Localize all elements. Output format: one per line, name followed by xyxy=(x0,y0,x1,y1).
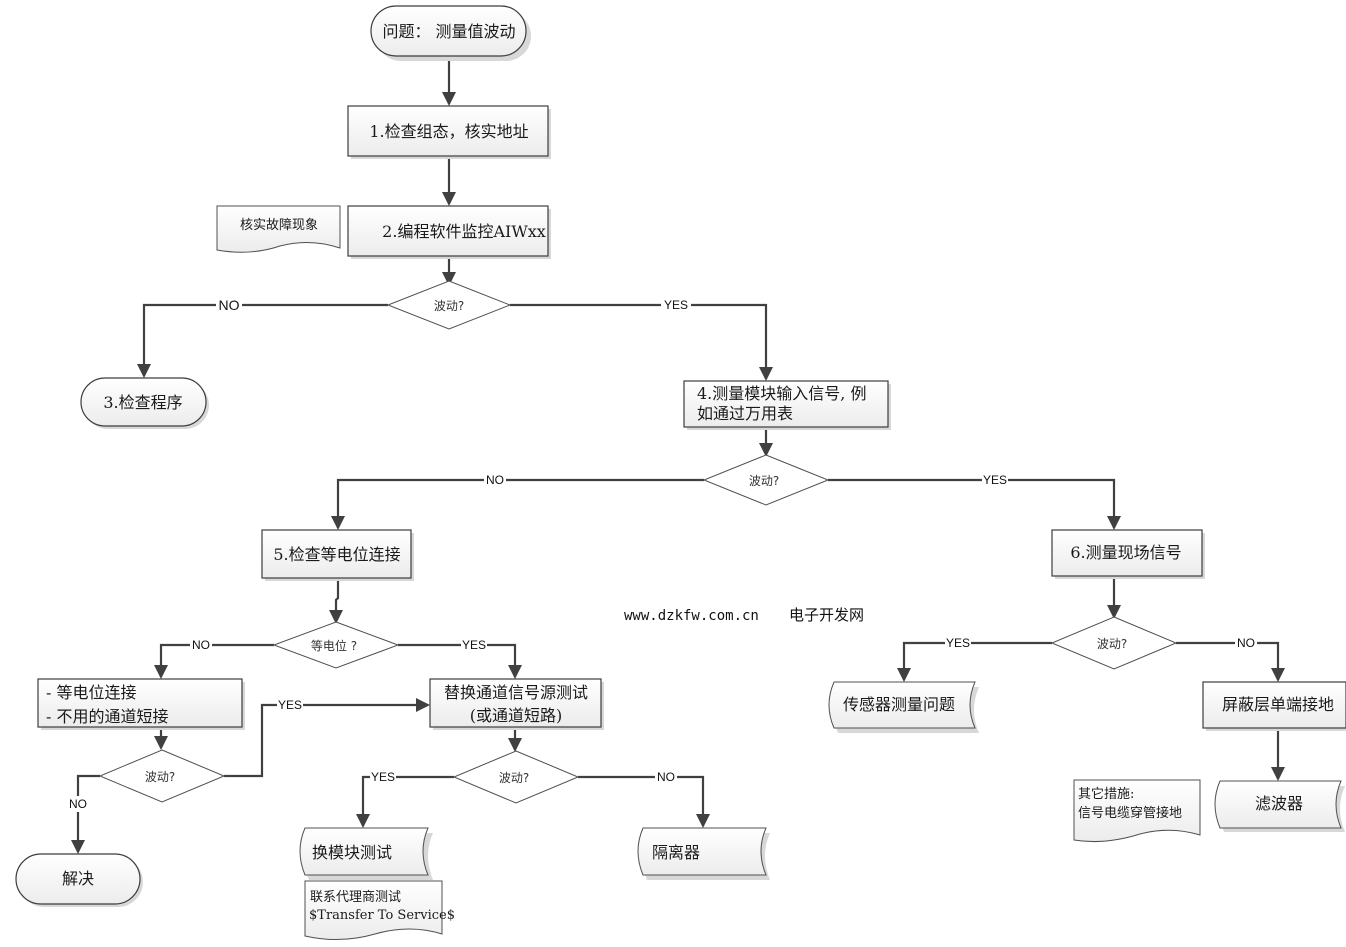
edge-dec4-no xyxy=(578,775,710,828)
node-step1: 1.检查组态，核实地址 xyxy=(347,105,551,159)
edge-label-equip-no: NO xyxy=(192,638,210,652)
replace-label-line1: 替换通道信号源测试 xyxy=(444,683,588,702)
resolved-label: 解决 xyxy=(62,869,94,888)
replace-label-line2: (或通道短路) xyxy=(470,706,563,725)
edge-label-dec3-yes: YES xyxy=(278,698,302,712)
edge-label-dec3-no: NO xyxy=(69,797,87,811)
node-filter: 滤波器 xyxy=(1214,780,1345,832)
decision-5-label: 波动? xyxy=(1097,637,1127,651)
edge-equip-yes xyxy=(398,643,522,679)
edge-step5-equip xyxy=(329,580,343,624)
decision-1: 波动? xyxy=(386,280,512,330)
decision-3: 波动? xyxy=(98,749,226,803)
edge-label-dec5-yes: YES xyxy=(946,636,970,650)
edge-dec4-yes xyxy=(356,775,454,828)
sensor-issue-label: 传感器测量问题 xyxy=(843,695,955,714)
node-sensor-issue: 传感器测量问题 xyxy=(828,681,979,733)
edge-dec3-no xyxy=(71,774,100,854)
decision-4: 波动? xyxy=(452,750,580,804)
step4-label-line1: 4.测量模块输入信号, 例 xyxy=(697,384,866,403)
step4-label-line2: 如通过万用表 xyxy=(697,404,793,423)
step1-label: 1.检查组态，核实地址 xyxy=(369,122,528,141)
node-shield-ground: 屏蔽层单端接地 xyxy=(1202,681,1346,731)
edge-label-dec4-no: NO xyxy=(657,770,675,784)
node-step2: 2.编程软件监控AIWxx xyxy=(347,205,551,259)
edge-dec1-yes xyxy=(510,303,773,381)
edge-dec2-yes xyxy=(828,478,1121,530)
watermark: www.dzkfw.com.cn 电子开发网 xyxy=(624,606,864,624)
step2-label: 2.编程软件监控AIWxx xyxy=(382,222,546,241)
edge-label-dec1-no: NO xyxy=(219,297,240,313)
decision-1-label: 波动? xyxy=(434,299,464,313)
edge-label-dec2-no: NO xyxy=(486,473,504,487)
node-step5: 5.检查等电位连接 xyxy=(261,529,414,581)
swap-module-label: 换模块测试 xyxy=(312,843,392,862)
node-step4: 4.测量模块输入信号, 例 如通过万用表 xyxy=(683,380,891,430)
node-isolator: 隔离器 xyxy=(637,827,770,880)
start-label: 问题： 测量值波动 xyxy=(382,22,515,41)
edge-equip-no xyxy=(154,643,274,679)
note-verify-fault: 核实故障现象 xyxy=(216,205,341,253)
node-resolved: 解决 xyxy=(15,853,143,907)
edges xyxy=(71,57,1285,854)
edge-label-dec1-yes: YES xyxy=(664,298,688,312)
isolator-label: 隔离器 xyxy=(652,843,700,862)
edge-dec1-no xyxy=(137,303,388,378)
edge-label-dec4-yes: YES xyxy=(371,770,395,784)
node-fix-equipotential: - 等电位连接 - 不用的通道短接 xyxy=(37,678,245,730)
contact-label-line2: $Transfer To Service$ xyxy=(309,908,455,923)
other-label-line2: 信号电缆穿管接地 xyxy=(1078,805,1182,821)
edge-label-equip-yes: YES xyxy=(462,638,486,652)
note-verify-label: 核实故障现象 xyxy=(240,218,318,233)
edge-label-dec5-no: NO xyxy=(1237,636,1255,650)
decision-5: 波动? xyxy=(1050,616,1178,670)
node-swap-module: 换模块测试 xyxy=(299,827,433,880)
decision-equipotential: 等电位 ? xyxy=(272,621,400,669)
step3-label: 3.检查程序 xyxy=(103,393,182,412)
fix-label-line2: - 不用的通道短接 xyxy=(46,707,169,726)
edge-dec2-no xyxy=(331,478,704,530)
decision-2-label: 波动? xyxy=(749,474,779,488)
edge-label-dec2-yes: YES xyxy=(983,473,1007,487)
watermark-url: www.dzkfw.com.cn xyxy=(624,608,759,624)
note-contact-vendor: 联系代理商测试 $Transfer To Service$ xyxy=(304,880,455,941)
edge-labels: NO YES NO YES NO YES YES NO YES NO YES N… xyxy=(67,296,1257,812)
decision-equipotential-label: 等电位 ? xyxy=(311,638,357,653)
node-start: 问题： 测量值波动 xyxy=(370,5,531,61)
decision-3-label: 波动? xyxy=(145,770,175,784)
edge-dec5-yes xyxy=(897,641,1052,682)
node-replace-source: 替换通道信号源测试 (或通道短路) xyxy=(429,678,604,730)
step6-label: 6.测量现场信号 xyxy=(1070,543,1181,562)
decision-4-label: 波动? xyxy=(499,771,529,785)
step5-label: 5.检查等电位连接 xyxy=(273,545,400,564)
contact-label-line1: 联系代理商测试 xyxy=(310,890,401,905)
decision-2: 波动? xyxy=(702,454,830,506)
other-label-line1: 其它措施: xyxy=(1078,786,1134,802)
note-other-measures: 其它措施: 信号电缆穿管接地 xyxy=(1073,779,1201,843)
edge-dec5-no xyxy=(1176,641,1285,682)
fix-label-line1: - 等电位连接 xyxy=(46,683,137,702)
node-step6: 6.测量现场信号 xyxy=(1051,529,1205,579)
edge-dec3-yes xyxy=(224,698,430,778)
filter-label: 滤波器 xyxy=(1255,794,1303,813)
node-step3: 3.检查程序 xyxy=(80,377,209,429)
shield-ground-label: 屏蔽层单端接地 xyxy=(1222,695,1334,714)
watermark-site: 电子开发网 xyxy=(789,606,864,624)
